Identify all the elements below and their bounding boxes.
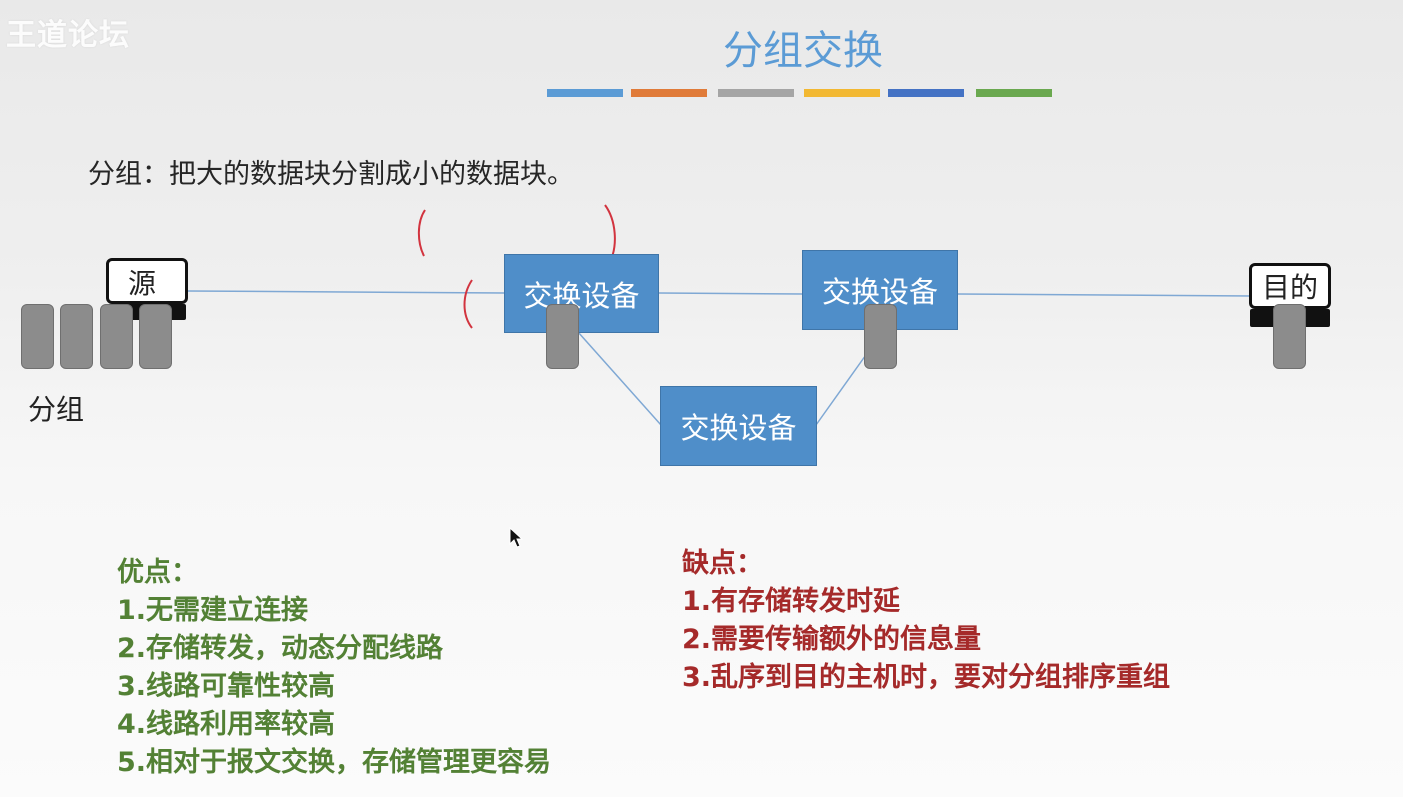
cons-item-1: 1.有存储转发时延 — [682, 586, 901, 617]
link-switch-1-to-switch-2 — [658, 292, 804, 295]
packet — [60, 304, 93, 369]
pros-item-4: 4.线路利用率较高 — [117, 709, 336, 740]
source-computer-icon — [106, 258, 188, 304]
pros-item-3: 3.线路可靠性较高 — [117, 671, 336, 702]
link-switch-2-to-destination — [956, 293, 1253, 297]
pros-section: 优点： 1.无需建立连接 2.存储转发，动态分配线路 3.线路可靠性较高 4.线… — [117, 554, 551, 782]
title-color-bar-2 — [631, 89, 707, 97]
cons-title: 缺点： — [682, 548, 763, 579]
pros-item-5: 5.相对于报文交换，存储管理更容易 — [117, 747, 552, 778]
packet-in-transit — [546, 304, 579, 369]
slide-title: 分组交换 — [723, 28, 883, 74]
source-label: 源 — [127, 267, 156, 300]
cons-section: 缺点： 1.有存储转发时延 2.需要传输额外的信息量 3.乱序到目的主机时，要对… — [682, 545, 1170, 697]
packet — [100, 304, 133, 369]
packet-arrived — [1273, 304, 1306, 369]
mouse-cursor-icon — [509, 527, 524, 548]
link-switch-1-to-switch-3 — [577, 331, 662, 426]
title-color-bar-5 — [888, 89, 964, 97]
annotation-bracket-3 — [463, 279, 473, 329]
packet-in-transit — [864, 304, 897, 369]
title-color-bar-4 — [804, 89, 880, 97]
annotation-bracket-1 — [417, 209, 426, 257]
switch-device-1: 交换设备 — [504, 254, 659, 333]
pros-item-1: 1.无需建立连接 — [117, 595, 309, 626]
watermark-logo: 王道论坛 — [6, 18, 130, 53]
title-color-bar-3 — [718, 89, 794, 97]
destination-label: 目的 — [1261, 271, 1318, 304]
packet — [21, 304, 54, 369]
packet — [139, 304, 172, 369]
switch-device-3: 交换设备 — [660, 386, 817, 466]
link-switch-3-to-switch-2 — [815, 351, 869, 426]
title-color-bar-6 — [976, 89, 1052, 97]
packet-definition: 分组：把大的数据块分割成小的数据块。 — [88, 159, 574, 190]
cons-item-3: 3.乱序到目的主机时，要对分组排序重组 — [682, 662, 1171, 693]
packets-label: 分组 — [28, 393, 85, 426]
cons-item-2: 2.需要传输额外的信息量 — [682, 624, 982, 655]
link-source-to-switch-1 — [187, 290, 506, 294]
pros-item-2: 2.存储转发，动态分配线路 — [117, 633, 444, 664]
destination-computer-icon — [1249, 263, 1331, 309]
title-color-bar-1 — [547, 89, 623, 97]
pros-title: 优点： — [117, 557, 198, 588]
